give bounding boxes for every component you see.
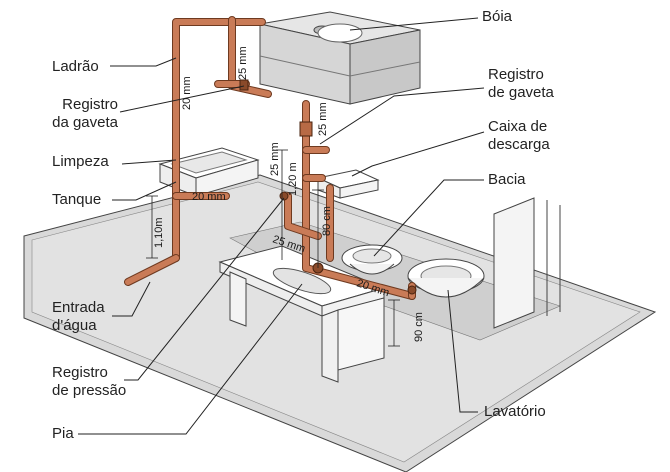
- dim-25mm-top: 25 mm: [237, 46, 249, 80]
- dim-20mm-tanque: 20 mm: [192, 191, 226, 203]
- label-registro-pressao: Registro de pressão: [52, 364, 127, 399]
- label-ladrao: Ladrão: [52, 58, 99, 75]
- label-limpeza: Limpeza: [52, 153, 109, 170]
- water-tank: [259, 11, 421, 105]
- label-caixa-descarga: Caixa de descarga: [488, 118, 550, 153]
- partition-wall: [493, 197, 535, 329]
- label-boia: Bóia: [482, 8, 513, 25]
- dim-20mm-vertical: 20 mm: [181, 76, 193, 110]
- dim-25mm-mid: 25 mm: [269, 142, 281, 176]
- pia-fixture: [218, 245, 386, 383]
- bacia-fixture: [341, 244, 403, 275]
- label-entrada-agua: Entrada d'água: [52, 299, 105, 334]
- label-registro-gaveta-left: Registro da gaveta: [52, 96, 118, 131]
- label-bacia: Bacia: [488, 171, 526, 188]
- dimension-lines: [146, 149, 400, 347]
- label-tanque: Tanque: [52, 191, 102, 208]
- label-pia: Pia: [52, 425, 74, 442]
- label-registro-gaveta-right: Registro de gaveta: [488, 66, 554, 101]
- dim-80cm: 80 cm: [321, 206, 333, 236]
- tanque-fixture: [158, 147, 260, 197]
- dim-25mm-right: 25 mm: [317, 102, 329, 136]
- dim-120m: 1,20 m: [287, 162, 299, 196]
- leader-lines: [78, 17, 485, 435]
- label-lavatorio: Lavatório: [484, 403, 546, 420]
- dim-110m: 1,10m: [153, 217, 165, 248]
- dim-90cm: 90 cm: [413, 312, 425, 342]
- pipes: [124, 16, 416, 300]
- caixa-descarga-fixture: [316, 169, 380, 199]
